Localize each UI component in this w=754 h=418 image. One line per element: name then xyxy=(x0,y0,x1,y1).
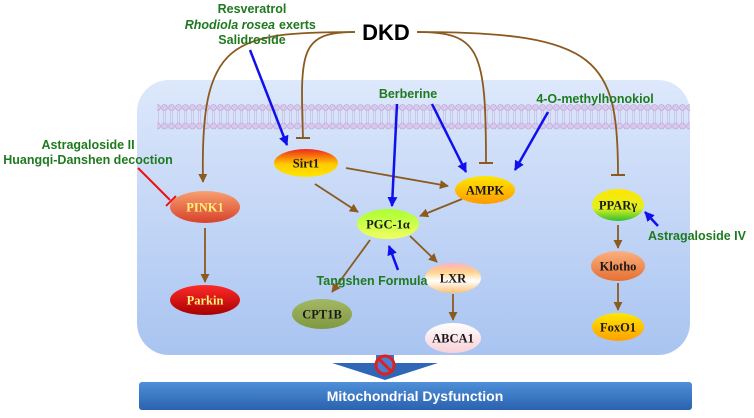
drug-huangqi-danshen: Huangqi-Danshen decoction xyxy=(3,153,172,167)
drug-rhodiola-italic: Rhodiola rosea xyxy=(185,18,275,32)
edge-dkd-sirt1 xyxy=(301,31,357,139)
node-foxo1-shape xyxy=(592,313,644,341)
node-sirt1-label: Sirt1 xyxy=(293,157,319,171)
node-foxo1-label: FoxO1 xyxy=(600,321,636,335)
inhibit-bar-pink1 xyxy=(165,195,177,207)
no-symbol-icon xyxy=(374,354,396,376)
edge-pgc1a-cpt1b xyxy=(331,239,371,293)
node-abca1-label: ABCA1 xyxy=(432,332,474,346)
node-ppar-shape xyxy=(592,189,644,221)
edge-berberine-pgc1a xyxy=(387,103,399,207)
node-lxr-shape xyxy=(425,263,481,293)
dkd-label-bg xyxy=(355,18,417,46)
node-klotho-label: Klotho xyxy=(600,260,637,274)
node-cpt1b-shape xyxy=(292,299,352,329)
node-parkin: Parkin xyxy=(170,285,240,315)
node-klotho: Klotho xyxy=(591,251,645,281)
edge-ampk-pgc1a xyxy=(419,198,463,218)
edge-dkd-pink1 xyxy=(198,31,357,183)
outcome-label: Mitochondrial Dysfunction xyxy=(327,388,504,404)
node-pgc1a-label: PGC-1α xyxy=(366,218,410,232)
node-pink1: PINK1 xyxy=(170,191,240,223)
edge-dkd-ppar xyxy=(416,31,619,176)
node-lxr-label: LXR xyxy=(440,272,467,286)
edge-pgc1a-lxr xyxy=(409,235,438,263)
node-ampk-label: AMPK xyxy=(466,184,504,198)
node-parkin-shape xyxy=(170,285,240,315)
node-ppar-label: PPARγ xyxy=(599,199,637,213)
node-lxr: LXR xyxy=(425,263,481,293)
pathway-edges xyxy=(137,31,659,321)
node-pink1-shape xyxy=(170,191,240,223)
node-sirt1: Sirt1 xyxy=(274,149,338,177)
drug-resveratrol: Resveratrol xyxy=(218,2,287,16)
edge-astragaloside-iv-ppar xyxy=(644,211,659,227)
drug-astragaloside-ii: Astragaloside II xyxy=(41,138,134,152)
outcome-bar xyxy=(139,382,692,410)
drug-salidroside: Salidroside xyxy=(218,33,285,47)
cell-membrane xyxy=(157,104,690,130)
node-pink1-label: PINK1 xyxy=(186,201,224,215)
node-foxo1: FoxO1 xyxy=(592,313,644,341)
edge-astragaloside-ii-pink1 xyxy=(137,167,171,201)
node-parkin-label: Parkin xyxy=(187,294,224,308)
dkd-label: DKD xyxy=(362,20,410,45)
edge-tangshen-pgc1a xyxy=(387,245,400,271)
edge-berberine-ampk xyxy=(430,103,468,173)
node-cpt1b-label: CPT1B xyxy=(302,308,342,322)
drug-4-o-methylhonokiol: 4-O-methylhonokiol xyxy=(536,92,653,106)
node-klotho-shape xyxy=(591,251,645,281)
node-pgc1a: PGC-1α xyxy=(357,209,419,239)
node-ampk-shape xyxy=(455,176,515,204)
drug-astragaloside-iv: Astragaloside IV xyxy=(648,229,747,243)
node-cpt1b: CPT1B xyxy=(292,299,352,329)
edge-sirt1-pgc1a xyxy=(314,183,359,213)
drug-rhodiola-rest: exerts xyxy=(279,18,316,32)
drug-tangshen-formula: Tangshen Formula xyxy=(317,274,429,288)
edge-honokiol-ampk xyxy=(513,111,550,171)
node-ppar: PPARγ xyxy=(592,189,644,221)
node-pgc1a-shape xyxy=(357,209,419,239)
node-sirt1-shape xyxy=(274,149,338,177)
node-ampk: AMPK xyxy=(455,176,515,204)
drug-berberine: Berberine xyxy=(379,87,437,101)
node-abca1: ABCA1 xyxy=(425,323,481,353)
edge-salidroside-sirt1 xyxy=(248,49,289,146)
node-abca1-shape xyxy=(425,323,481,353)
edge-sirt1-ampk xyxy=(345,167,449,190)
